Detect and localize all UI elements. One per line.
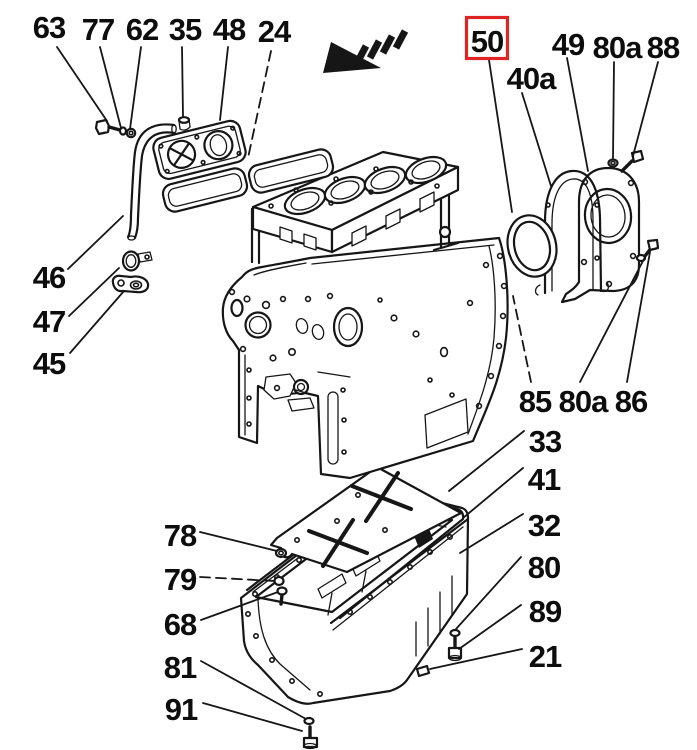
leader-line bbox=[199, 531, 278, 552]
leader-line bbox=[429, 648, 523, 670]
leader-line bbox=[459, 513, 524, 554]
leader-line bbox=[200, 660, 307, 720]
part-label-32: 32 bbox=[528, 508, 560, 543]
leader-line bbox=[512, 295, 532, 383]
leader-line bbox=[462, 467, 524, 519]
part-label-62: 62 bbox=[126, 12, 158, 47]
leader-line bbox=[632, 61, 659, 157]
rear-seal-gasket bbox=[534, 169, 609, 296]
cover-gasket-left bbox=[161, 167, 249, 213]
leader-line bbox=[200, 591, 279, 621]
part-label-41: 41 bbox=[528, 462, 561, 497]
washer-78 bbox=[274, 547, 288, 559]
part-label-78: 78 bbox=[164, 518, 197, 553]
part-label-49: 49 bbox=[552, 27, 585, 62]
washer-80a-top bbox=[607, 158, 619, 168]
clip-21 bbox=[415, 664, 431, 678]
part-label-50: 50 bbox=[471, 24, 503, 59]
rear-flange-holes bbox=[475, 252, 508, 410]
part-label-21: 21 bbox=[529, 639, 562, 674]
cylinder-deck bbox=[251, 150, 460, 254]
leader-line bbox=[247, 50, 272, 159]
leader-line bbox=[129, 46, 142, 130]
leader-line bbox=[56, 46, 108, 122]
bolt-63 bbox=[94, 118, 122, 136]
leader-line bbox=[202, 702, 303, 732]
bracket-45 bbox=[111, 274, 150, 294]
part-label-47: 47 bbox=[33, 304, 65, 339]
part-label-80a: 80a bbox=[593, 30, 643, 65]
right-face-holes bbox=[377, 261, 490, 398]
crankshaft-seal-ring bbox=[506, 214, 558, 278]
part-label-40a: 40a bbox=[507, 61, 557, 96]
leader-line bbox=[67, 215, 124, 270]
washer-62 bbox=[125, 127, 137, 139]
part-label-88: 88 bbox=[647, 30, 680, 65]
cover-gasket-right bbox=[247, 148, 335, 194]
front-face-holes bbox=[228, 288, 334, 362]
leader-line bbox=[68, 267, 120, 317]
part-label-68: 68 bbox=[164, 607, 197, 642]
part-label-48: 48 bbox=[213, 12, 246, 47]
part-label-24: 24 bbox=[258, 14, 292, 49]
part-label-80a-2: 80a bbox=[559, 384, 609, 419]
leader-lines bbox=[56, 46, 659, 732]
part-label-86: 86 bbox=[615, 384, 648, 419]
part-label-81: 81 bbox=[164, 650, 197, 685]
side-cover-plate bbox=[152, 119, 247, 180]
leader-line bbox=[626, 251, 651, 383]
pickup-bracket bbox=[263, 373, 315, 412]
hose-clamp-47 bbox=[121, 250, 153, 272]
part-label-80: 80 bbox=[528, 550, 560, 585]
leader-line bbox=[488, 59, 513, 213]
washer-80 bbox=[449, 628, 461, 638]
part-label-77: 77 bbox=[82, 12, 114, 47]
bolt-68 bbox=[276, 586, 288, 606]
part-label-91: 91 bbox=[165, 692, 198, 727]
leader-line bbox=[448, 430, 525, 492]
leader-line bbox=[566, 57, 589, 172]
part-labels: 63 77 62 35 48 24 50 40a 49 80a 88 46 47… bbox=[33, 10, 681, 727]
leader-line bbox=[521, 92, 552, 187]
oil-pan bbox=[239, 488, 470, 705]
leader-line bbox=[219, 46, 229, 121]
bolt-86 bbox=[643, 238, 660, 258]
leader-line bbox=[455, 556, 522, 630]
highlight-box bbox=[464, 15, 510, 61]
bolt-91 bbox=[302, 725, 319, 750]
leader-line bbox=[612, 61, 615, 159]
leader-line bbox=[99, 46, 122, 129]
cylinder-bores bbox=[283, 155, 448, 216]
washer-77 bbox=[118, 126, 128, 136]
part-label-79: 79 bbox=[164, 562, 197, 597]
part-label-63: 63 bbox=[33, 10, 66, 45]
washer-81 bbox=[303, 716, 315, 726]
leader-line bbox=[579, 258, 645, 383]
grommet-79 bbox=[273, 575, 285, 587]
pan-cooling-fins bbox=[415, 575, 453, 657]
part-label-85: 85 bbox=[519, 384, 552, 419]
leader-line bbox=[458, 604, 522, 650]
breather-hose bbox=[126, 123, 177, 241]
part-label-45: 45 bbox=[33, 346, 66, 381]
bolt-88 bbox=[620, 149, 645, 173]
leader-line bbox=[199, 576, 276, 582]
drain-bolt-89 bbox=[447, 635, 463, 662]
leader-line bbox=[69, 290, 125, 354]
leader-line bbox=[181, 46, 184, 117]
part-label-89: 89 bbox=[529, 594, 562, 629]
direction-arrow-icon bbox=[323, 29, 409, 73]
part-label-35: 35 bbox=[169, 12, 202, 47]
part-label-33: 33 bbox=[529, 424, 562, 459]
plug-35 bbox=[177, 116, 191, 131]
part-label-46: 46 bbox=[33, 260, 66, 295]
leg-holes bbox=[246, 367, 347, 455]
deck-bolt-holes bbox=[268, 166, 440, 209]
